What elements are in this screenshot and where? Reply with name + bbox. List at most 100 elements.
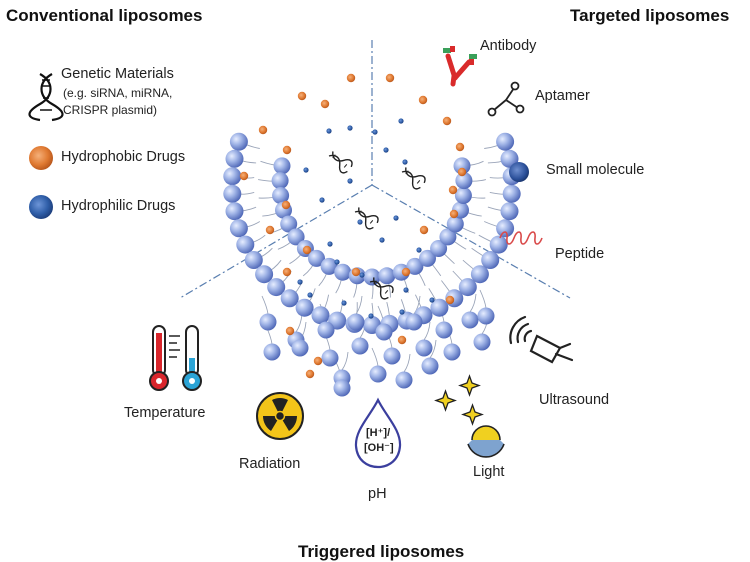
hydrophilic-drug (327, 241, 333, 247)
hydrophobic-drug (320, 99, 330, 109)
label-peptide: Peptide (555, 246, 605, 262)
legend-genetic-materials-detail-1: (e.g. siRNA, miRNA, (63, 86, 173, 100)
ultrasound-icon (509, 315, 574, 364)
aptamer-icon (487, 81, 525, 117)
hydrophilic-drug (372, 129, 378, 135)
lipid-head-outer (500, 202, 519, 221)
label-temperature: Temperature (124, 405, 206, 421)
lipid-head-inner (308, 249, 325, 267)
lipid-head-released (477, 307, 495, 325)
lipid-head-outer (500, 149, 519, 168)
lipid-head-outer (481, 251, 500, 269)
label-radiation: Radiation (239, 456, 301, 472)
lipid-head-outer (430, 298, 449, 317)
lipid-head-inner (272, 187, 290, 204)
lipid-head-released (351, 337, 369, 355)
hydrophilic-drug (319, 197, 325, 203)
lipid-head-outer (470, 265, 489, 284)
lipid-head-outer (229, 132, 248, 151)
lipid-head-outer (502, 184, 521, 203)
ph-drop-icon (354, 397, 402, 469)
label-antibody: Antibody (480, 38, 537, 54)
lipid-head-inner (419, 249, 436, 267)
lipid-tail (429, 339, 437, 359)
lipid-tail (423, 321, 431, 341)
lipid-head-outer (496, 219, 515, 238)
lipid-head-inner (446, 215, 464, 233)
hydrophobic-drug (239, 171, 249, 181)
lipid-head-outer (236, 235, 255, 254)
hydrophilic-drug (399, 309, 405, 315)
lipid-head-released (473, 333, 491, 351)
lipid-head-released (333, 379, 351, 397)
lipid-head-outer (489, 235, 508, 254)
hydrophobic-drug (285, 326, 295, 336)
lipid-head-inner (334, 263, 352, 281)
lipid-head-outer (311, 306, 330, 325)
hydrophobic-drug (346, 73, 356, 83)
hydrophilic-drug (416, 247, 422, 253)
lipid-tail (371, 347, 379, 367)
hydrophobic-drug-icon (29, 146, 53, 170)
hydrophobic-drug (448, 185, 458, 195)
lipid-head-outer (255, 265, 274, 284)
title-triggered-liposomes: Triggered liposomes (298, 542, 465, 561)
lipid-head-released (317, 321, 335, 339)
lipid-head-released (347, 313, 365, 331)
hydrophobic-drug (457, 167, 467, 177)
hydrophobic-drug (305, 369, 315, 379)
hydrophilic-drug (398, 118, 404, 124)
lipid-head-inner (320, 257, 338, 275)
hydrophobic-drug (282, 145, 292, 155)
legend-hydrophilic-label: Hydrophilic Drugs (61, 198, 176, 214)
hydrophilic-drug (347, 178, 353, 184)
hydrophobic-drug (449, 209, 459, 219)
genetic-material (369, 277, 394, 300)
thermometer-icon (149, 325, 202, 391)
lipid-head-outer (458, 278, 477, 297)
lipid-tail (403, 353, 411, 373)
lipid-head-outer (229, 219, 248, 238)
lipid-head-inner (430, 240, 448, 257)
hydrophilic-drug (297, 279, 303, 285)
lipid-head-released (369, 365, 387, 383)
label-ultrasound: Ultrasound (539, 392, 610, 408)
hydrophilic-drug-icon (29, 195, 53, 219)
hydrophobic-drug (265, 225, 275, 235)
lipid-head-inner (271, 172, 289, 190)
hydrophilic-drug (357, 219, 363, 225)
lipid-head-outer (280, 289, 299, 308)
hydrophobic-drug (351, 267, 361, 277)
hydrophilic-drug (326, 128, 332, 134)
label-light: Light (473, 464, 505, 480)
genetic-material (401, 167, 426, 190)
antibody-icon (443, 46, 477, 87)
ph-symbol-top: [H⁺]/ (366, 427, 391, 439)
hydrophilic-drug (334, 259, 340, 265)
liposome-cargo (239, 73, 467, 379)
lipid-head-outer (496, 132, 515, 151)
hydrophobic-drug (418, 95, 428, 105)
hydrophilic-drug (303, 167, 309, 173)
hydrophobic-drug (282, 267, 292, 277)
hydrophilic-drug (393, 215, 399, 221)
lipid-head-released (435, 321, 453, 339)
genetic-material (354, 207, 379, 230)
title-targeted-liposomes: Targeted liposomes (570, 6, 730, 25)
hydrophobic-drug (297, 91, 307, 101)
legend-hydrophobic-label: Hydrophobic Drugs (61, 149, 186, 165)
label-ph: pH (368, 486, 387, 502)
legend-genetic-materials-label: Genetic Materials (61, 66, 174, 82)
peptide-icon (499, 231, 543, 245)
lipid-head-inner (378, 267, 396, 285)
lipid-head-released (461, 311, 479, 329)
hydrophilic-drug (341, 300, 347, 306)
lipid-head-outer (244, 251, 263, 269)
lipid-head-released (395, 371, 413, 389)
lipid-tail (295, 313, 303, 333)
lipid-head-released (321, 349, 339, 367)
hydrophilic-drug (402, 159, 408, 165)
radiation-icon (256, 392, 304, 440)
lipid-tail (479, 289, 487, 309)
